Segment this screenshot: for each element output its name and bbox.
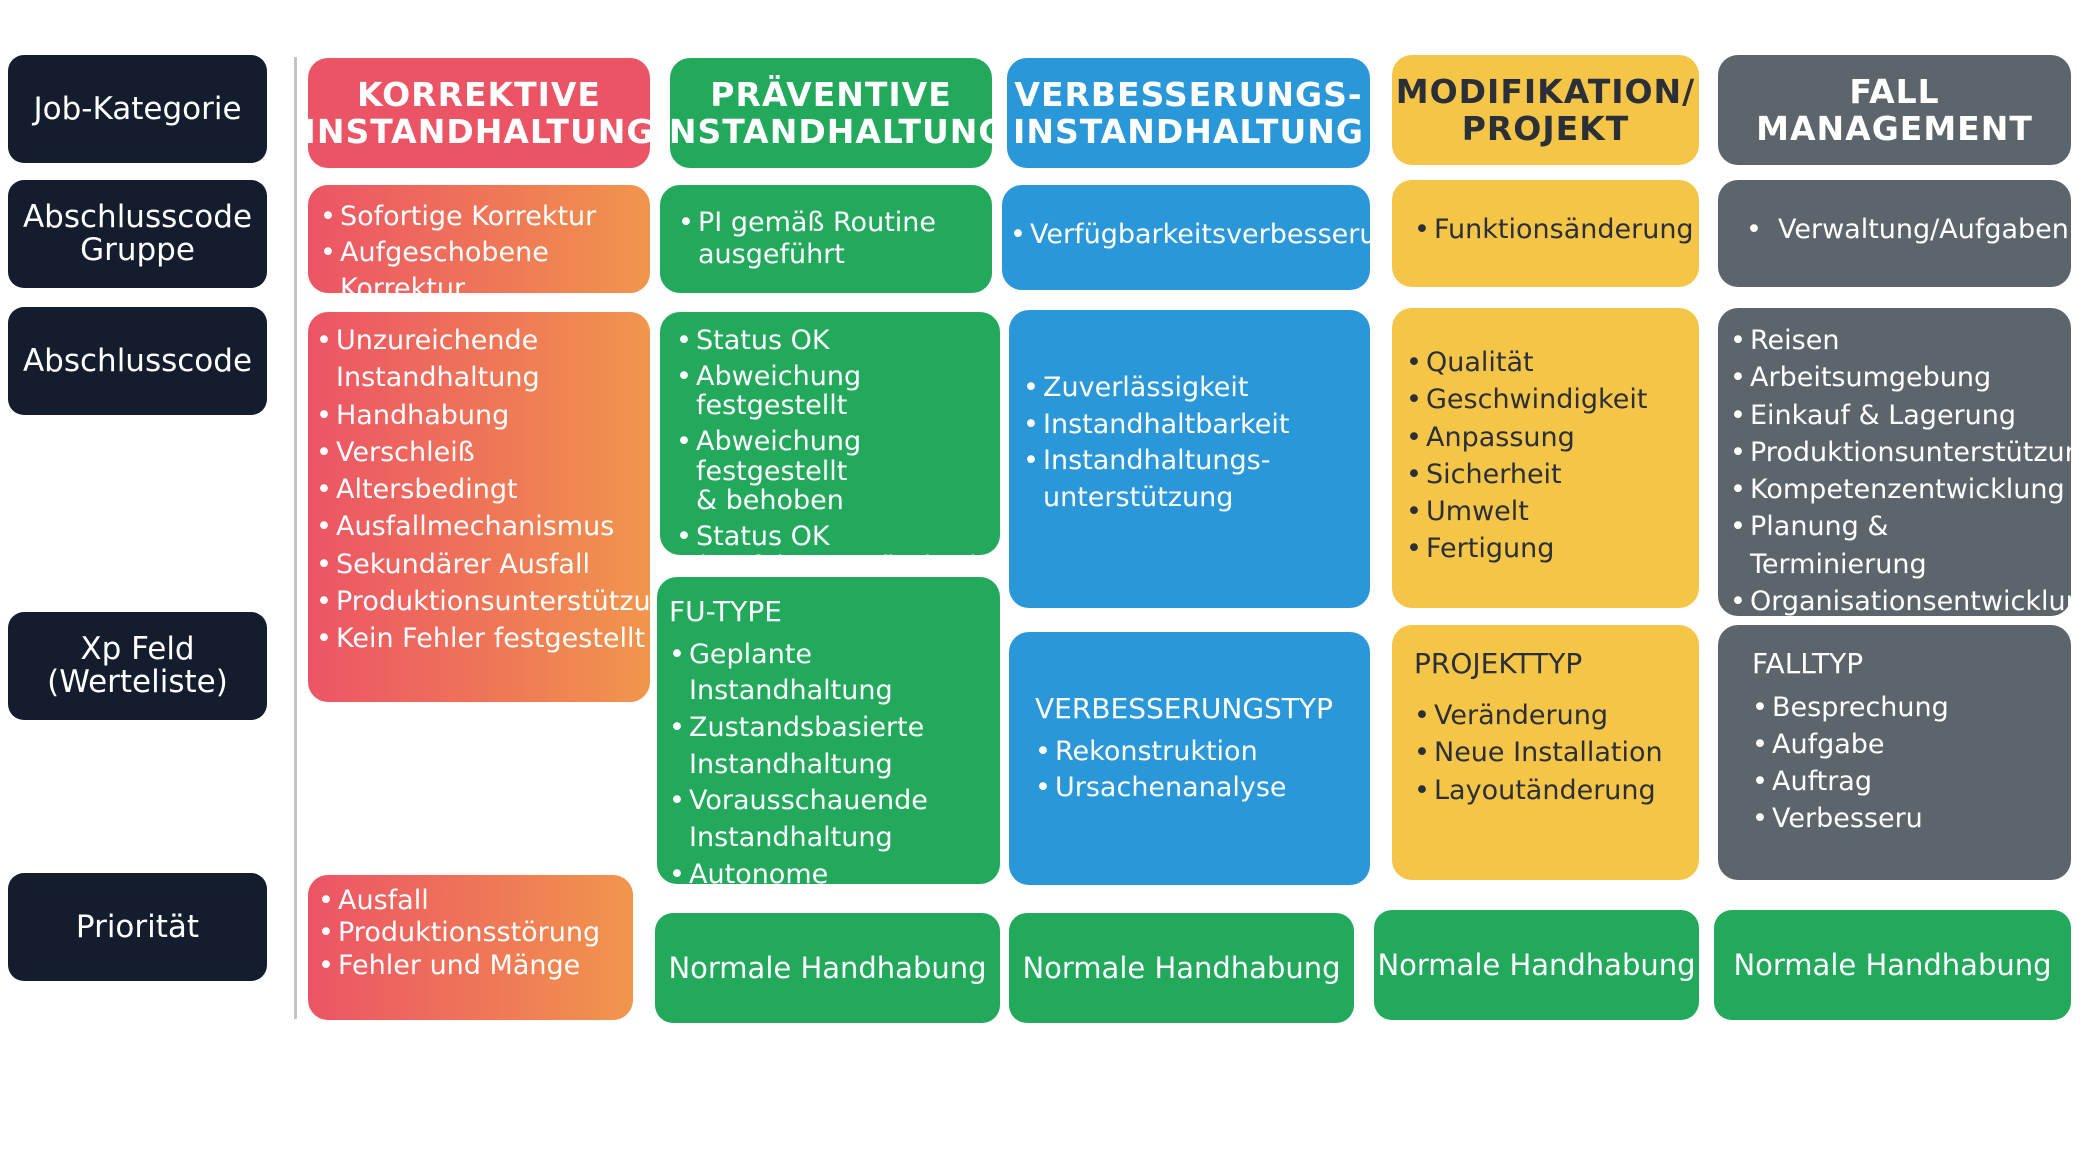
list-item: Fertigung: [1406, 530, 1691, 568]
list-item: Neue Installation: [1414, 734, 1691, 772]
list-item: Abweichung festgestellt: [676, 361, 992, 421]
list-item: Layoutänderung: [1414, 772, 1691, 810]
list-item: Status OK (Verfahren geändert): [676, 522, 992, 582]
xp-title: FU-TYPE: [669, 595, 782, 628]
list-item: Ursachenanalyse: [1035, 770, 1362, 807]
row-label-abschlusscode-gruppe: Abschlusscode Gruppe: [8, 180, 267, 288]
prioritaet-verbesserung: Normale Handhabung: [1009, 913, 1354, 1023]
row-label-abschlusscode: Abschlusscode: [8, 307, 267, 415]
list-item: Produktionsunterstützung: [316, 583, 685, 621]
prioritaet-korrektive: Ausfall Produktionsstörung Fehler und Mä…: [308, 875, 633, 1020]
codes-modifikation: Qualität Geschwindigkeit Anpassung Siche…: [1392, 308, 1699, 608]
codes-verbesserung: Zuverlässigkeit Instandhaltbarkeit Insta…: [1009, 310, 1370, 608]
codes-praeventive: Status OK Abweichung festgestellt Abweic…: [660, 312, 1000, 581]
vertical-divider: [294, 57, 297, 1019]
codes-fall: Reisen Arbeitsumgebung Einkauf & Lagerun…: [1718, 308, 2083, 620]
gruppe-fall: Verwaltung/Aufgaben: [1718, 180, 2071, 287]
list-item: Vorausschauende Instandhaltung: [669, 783, 996, 856]
list-item: Geplante Instandhaltung: [669, 637, 996, 710]
list-item: Ausfallmechanismus: [316, 508, 646, 546]
prioritaet-modifikation: Normale Handhabung: [1374, 910, 1699, 1020]
list-item: Handhabung: [316, 397, 646, 435]
list-item: Sofortige Korrektur: [320, 199, 640, 235]
prioritaet-fall: Normale Handhabung: [1714, 910, 2071, 1020]
list-item: Kein Fehler festgestellt: [316, 620, 646, 658]
list-item: Zuverlässigkeit: [1023, 370, 1362, 407]
xp-fall: FALLTYP Besprechung Aufgabe Auftrag Verb…: [1718, 625, 2071, 880]
list-item: Organisationsentwicklung: [1730, 583, 2083, 621]
xp-title: FALLTYP: [1752, 647, 1864, 680]
list-item: Unzureichende Instandhaltung: [316, 322, 646, 397]
xp-modifikation: PROJEKTTYP Veränderung Neue Installation…: [1392, 625, 1699, 880]
header-praeventive: PRÄVENTIVE INSTANDHALTUNG: [656, 58, 1005, 168]
list-item: Verbesseru: [1752, 800, 2063, 838]
list-item: Verwaltung/Aufgaben: [1746, 212, 2069, 248]
gruppe-modifikation: Funktionsänderung: [1392, 180, 1699, 287]
list-item: Zustandsbasierte Instandhaltung: [669, 710, 996, 783]
list-item: Instandhaltungs- unterstützung: [1023, 443, 1362, 516]
list-item: Arbeitsumgebung: [1730, 359, 2067, 397]
prioritaet-praeventive: Normale Handhabung: [655, 913, 1000, 1023]
row-label-job-kategorie: Job-Kategorie: [8, 55, 267, 163]
list-item: Fehler und Mänge: [318, 950, 625, 983]
list-item: Funktionsänderung: [1414, 212, 1694, 248]
list-item: Aufgabe: [1752, 726, 2063, 764]
list-item: Status OK: [676, 326, 992, 356]
list-item: Produktionsstörung: [318, 917, 625, 950]
header-modifikation: MODIFIKATION/ PROJEKT: [1392, 55, 1699, 165]
list-item: Planung & Terminierung: [1730, 508, 2067, 583]
list-item: Einkauf & Lagerung: [1730, 397, 2067, 435]
list-item: Anpassung: [1406, 419, 1691, 457]
row-label-xp-feld: Xp Feld (Werteliste): [8, 612, 267, 720]
list-item: Abweichung festgestellt & behoben: [676, 427, 992, 516]
header-verbesserung: VERBESSERUNGS- INSTANDHALTUNG: [1007, 58, 1370, 168]
list-item: Ausfall: [318, 885, 625, 918]
list-item: Qualität: [1406, 344, 1691, 382]
header-fall: FALL MANAGEMENT: [1718, 55, 2071, 165]
xp-verbesserung: VERBESSERUNGSTYP Rekonstruktion Ursachen…: [1009, 632, 1370, 885]
list-item: Verfügbarkeitsverbesserung: [1010, 217, 1411, 253]
list-item: Umwelt: [1406, 493, 1691, 531]
list-item: Verschleiß: [316, 434, 646, 472]
xp-title: VERBESSERUNGSTYP: [1035, 692, 1333, 725]
xp-title: PROJEKTTYP: [1414, 647, 1583, 680]
gruppe-praeventive: PI gemäß Routine ausgeführt: [660, 185, 992, 293]
list-item: Produktionsunterstützung: [1730, 434, 2083, 472]
list-item: Kompetenzentwicklung: [1730, 471, 2067, 509]
gruppe-korrektive: Sofortige Korrektur Aufgeschobene Korrek…: [308, 185, 650, 304]
list-item: PI gemäß Routine ausgeführt: [678, 207, 982, 272]
list-item: Auftrag: [1752, 763, 2063, 801]
list-item: Veränderung: [1414, 697, 1691, 735]
gruppe-verbesserung: Verfügbarkeitsverbesserung: [1002, 185, 1411, 290]
xp-praeventive: FU-TYPE Geplante Instandhaltung Zustands…: [657, 577, 1000, 927]
list-item: Sicherheit: [1406, 456, 1691, 494]
list-item: Reisen: [1730, 322, 2067, 360]
list-item: Geschwindigkeit: [1406, 381, 1691, 419]
row-label-prioritaet: Priorität: [8, 873, 267, 981]
list-item: Rekonstruktion: [1035, 734, 1362, 771]
list-item: Instandhaltbarkeit: [1023, 407, 1362, 444]
list-item: Aufgeschobene Korrektur: [320, 235, 640, 307]
codes-korrektive: Unzureichende Instandhaltung Handhabung …: [308, 312, 685, 702]
header-korrektive: KORREKTIVE INSTANDHALTUNG: [304, 58, 653, 168]
list-item: Altersbedingt: [316, 471, 646, 509]
list-item: Besprechung: [1752, 689, 2063, 727]
list-item: Sekundärer Ausfall: [316, 546, 646, 584]
